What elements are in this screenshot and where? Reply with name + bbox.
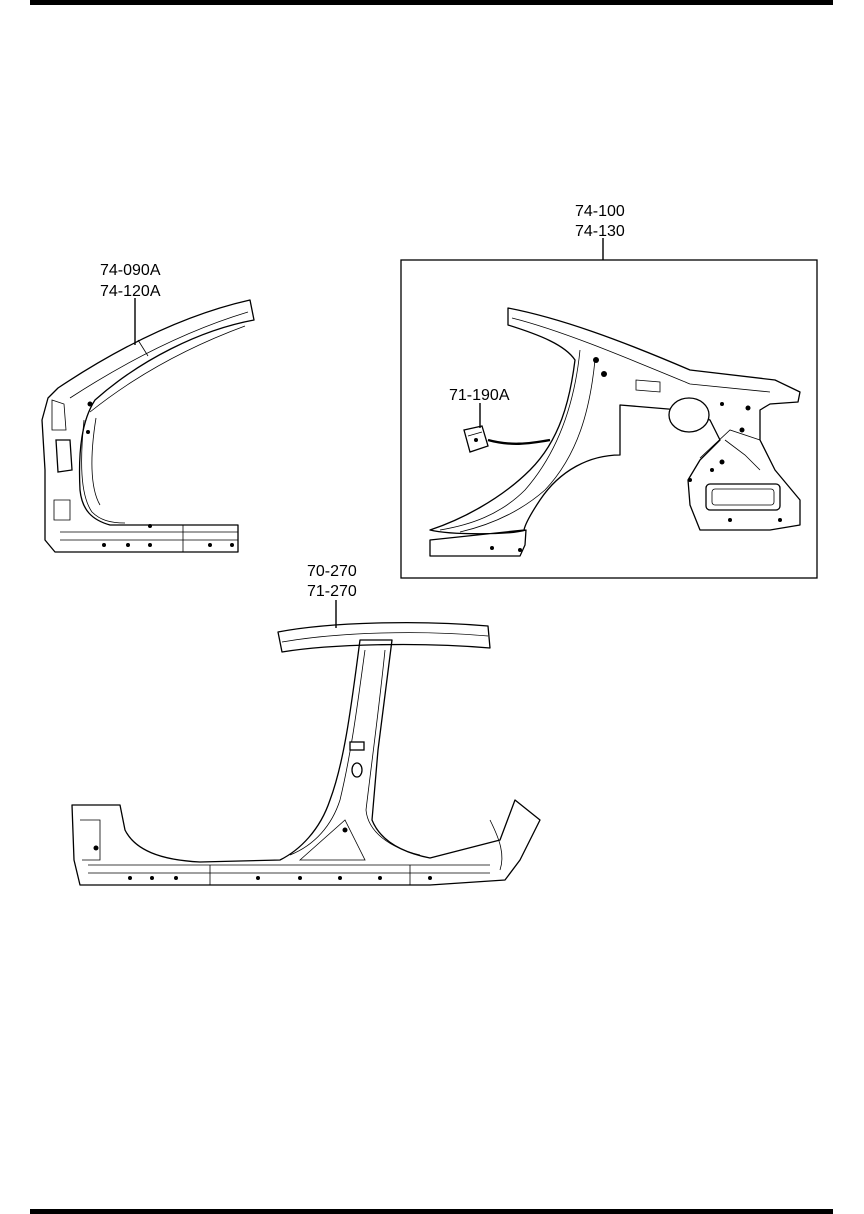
front-pillar-label-1: 74-090A bbox=[100, 262, 161, 279]
rear-quarter-frame bbox=[400, 259, 818, 579]
rear-quarter-label-2: 74-130 bbox=[575, 223, 625, 240]
top-rule bbox=[30, 0, 833, 5]
rear-quarter-part[interactable] bbox=[429, 307, 801, 557]
bottom-rule bbox=[30, 1209, 833, 1214]
small-bracket-part[interactable] bbox=[463, 425, 489, 453]
center-pillar-label-2: 71-270 bbox=[307, 583, 357, 600]
center-pillar-part[interactable] bbox=[71, 621, 541, 886]
front-pillar-label-2: 74-120A bbox=[100, 283, 161, 300]
small-bracket-label: 71-190A bbox=[449, 387, 510, 404]
small-bracket-arrow bbox=[487, 438, 551, 445]
front-pillar-part[interactable] bbox=[41, 299, 255, 553]
rear-quarter-label-1: 74-100 bbox=[575, 203, 625, 220]
center-pillar-label-1: 70-270 bbox=[307, 563, 357, 580]
